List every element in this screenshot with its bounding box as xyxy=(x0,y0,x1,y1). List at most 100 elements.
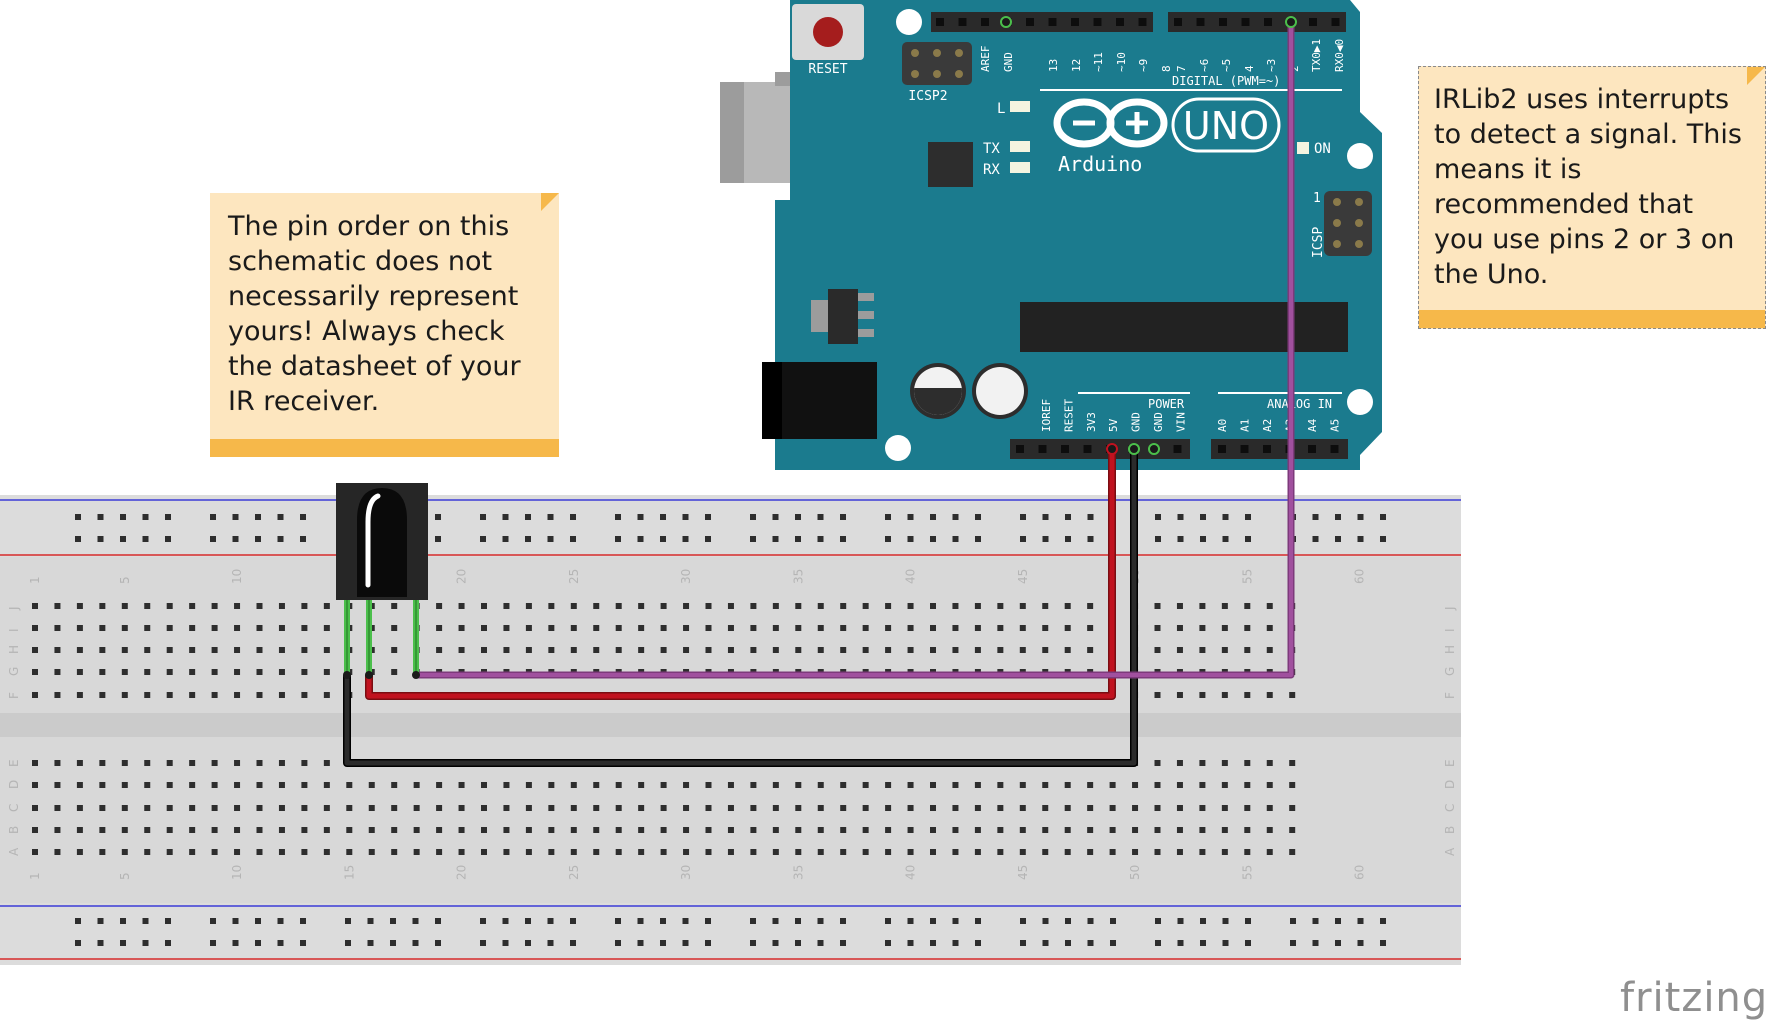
breadboard-hole xyxy=(862,625,869,631)
breadboard-hole xyxy=(301,849,308,855)
breadboard-hole xyxy=(1199,827,1206,833)
breadboard-hole xyxy=(525,918,531,924)
breadboard-hole xyxy=(660,625,667,631)
breadboard-hole xyxy=(367,940,374,946)
breadboard-hole xyxy=(234,603,241,609)
led-rx-label: RX xyxy=(983,162,1000,178)
breadboard-hole xyxy=(1312,536,1319,542)
breadboard-hole xyxy=(277,918,284,924)
breadboard-hole xyxy=(570,782,577,788)
breadboard-hole xyxy=(1245,514,1251,520)
breadboard-hole xyxy=(1176,692,1183,698)
icsp2-label: ICSP2 xyxy=(908,89,947,104)
breadboard-hole xyxy=(997,805,1004,811)
breadboard-hole xyxy=(458,625,465,631)
breadboard-hole xyxy=(1266,827,1273,833)
breadboard-hole xyxy=(1064,603,1071,609)
pin-label: 7 xyxy=(1175,65,1188,72)
breadboard-hole xyxy=(189,827,196,833)
breadboard-hole xyxy=(32,603,38,609)
breadboard-hole xyxy=(817,805,824,811)
breadboard-hole xyxy=(1109,849,1116,855)
breadboard-hole xyxy=(817,827,824,833)
breadboard-hole xyxy=(32,782,38,788)
breadboard-hole xyxy=(593,805,600,811)
breadboard-row-letter: J xyxy=(1443,606,1457,611)
breadboard-row-letter: D xyxy=(7,780,21,789)
breadboard-hole xyxy=(503,827,510,833)
breadboard-hole xyxy=(1244,782,1251,788)
breadboard-hole xyxy=(1110,918,1116,924)
breadboard-hole xyxy=(952,940,959,946)
breadboard-hole xyxy=(300,514,306,520)
breadboard-hole xyxy=(570,827,577,833)
breadboard-hole xyxy=(390,940,396,946)
breadboard-hole xyxy=(278,692,285,698)
breadboard-hole xyxy=(1200,940,1206,946)
breadboard-hole xyxy=(683,805,690,811)
breadboard-hole xyxy=(256,805,263,811)
breadboard-hole xyxy=(705,514,711,520)
breadboard-hole xyxy=(144,647,151,653)
breadboard-hole xyxy=(795,536,801,542)
header-pin xyxy=(1048,18,1057,26)
pin-label: ~11 xyxy=(1092,52,1105,72)
pin-label: IOREF xyxy=(1040,399,1053,432)
breadboard-hole xyxy=(750,536,756,542)
breadboard-hole xyxy=(840,514,846,520)
breadboard-hole xyxy=(1065,918,1071,924)
breadboard-hole xyxy=(1087,782,1094,788)
breadboard-hole xyxy=(997,782,1004,788)
breadboard-row-letter: C xyxy=(1443,804,1457,812)
led-tx xyxy=(1010,141,1030,152)
breadboard-hole xyxy=(907,625,914,631)
breadboard-hole xyxy=(211,692,218,698)
breadboard-column-number: 10 xyxy=(230,569,244,584)
breadboard-hole xyxy=(278,827,285,833)
breadboard-hole xyxy=(1042,849,1049,855)
wires xyxy=(343,16,1297,767)
icsp-label: ICSP xyxy=(1311,227,1326,258)
breadboard-hole xyxy=(1042,647,1049,653)
breadboard-hole xyxy=(323,782,330,788)
breadboard-hole xyxy=(1357,940,1364,946)
breadboard-hole xyxy=(1064,849,1071,855)
breadboard-hole xyxy=(840,827,847,833)
breadboard-hole xyxy=(278,849,285,855)
pin-label: 3V3 xyxy=(1085,412,1098,432)
breadboard-hole xyxy=(974,849,981,855)
breadboard-hole xyxy=(76,760,83,766)
breadboard-hole xyxy=(570,918,576,924)
breadboard-hole xyxy=(840,647,847,653)
breadboard-hole xyxy=(54,625,61,631)
breadboard-hole xyxy=(593,647,600,653)
header-pin xyxy=(1331,18,1340,26)
header-pin xyxy=(1241,18,1250,26)
breadboard-hole xyxy=(232,514,239,520)
breadboard-hole xyxy=(705,625,712,631)
breadboard-hole xyxy=(772,647,779,653)
breadboard-hole xyxy=(458,647,465,653)
analog-header xyxy=(1211,439,1348,459)
breadboard-hole xyxy=(660,805,667,811)
note-bottom-bar xyxy=(210,439,559,457)
breadboard-hole xyxy=(256,603,263,609)
breadboard-hole xyxy=(1109,827,1116,833)
breadboard-hole xyxy=(548,805,555,811)
breadboard-hole xyxy=(1154,625,1161,631)
breadboard-hole xyxy=(189,782,196,788)
breadboard-hole xyxy=(840,536,846,542)
breadboard-hole xyxy=(1245,918,1251,924)
breadboard-hole xyxy=(1200,536,1206,542)
breadboard-hole xyxy=(211,782,218,788)
breadboard-hole xyxy=(211,669,218,675)
breadboard-hole xyxy=(413,849,420,855)
breadboard-hole xyxy=(54,669,61,675)
breadboard-hole xyxy=(480,918,486,924)
breadboard-hole xyxy=(525,849,532,855)
breadboard-hole xyxy=(795,647,802,653)
breadboard-hole xyxy=(1199,603,1206,609)
breadboard-hole xyxy=(435,514,441,520)
breadboard-hole xyxy=(323,625,330,631)
breadboard-hole xyxy=(368,827,375,833)
